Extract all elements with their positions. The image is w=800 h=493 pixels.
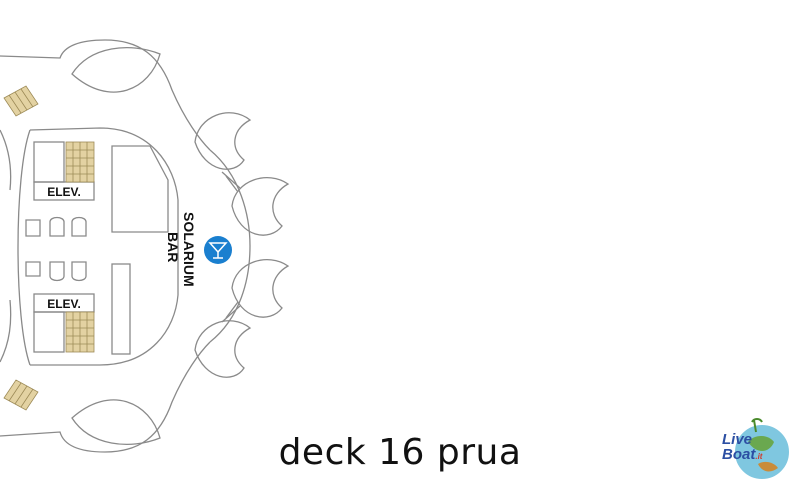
- hull-outline-bottom: [0, 341, 211, 453]
- bar-label-line2: BAR: [165, 232, 181, 262]
- stairs-top: [65, 141, 95, 183]
- central-wall-curve: [29, 127, 179, 366]
- hull-outline-top: [0, 39, 211, 151]
- logo-text-second: Boat: [722, 446, 756, 463]
- lower-lens-room: [71, 399, 161, 446]
- logo-text-suffix: .it: [755, 452, 763, 461]
- bow-pod-4: [194, 320, 252, 378]
- central-wall-left: [17, 129, 31, 366]
- bar-label-line1: SOLARIUM: [181, 212, 197, 287]
- stairs-bottom: [65, 311, 95, 353]
- bar-counter-top: [111, 145, 169, 233]
- elevator-bottom-shaft: [33, 311, 65, 353]
- bow-curve: [209, 149, 251, 343]
- stairs-lower-left: [3, 379, 39, 411]
- bow-pod-2: [231, 177, 290, 236]
- bow-pod-3: [231, 259, 290, 318]
- liveboat-logo: [733, 418, 791, 481]
- cocktail-glass-icon: [204, 236, 232, 264]
- upper-lens-room: [71, 46, 161, 93]
- bar-counter-bottom: [111, 263, 131, 355]
- elevator-bottom-label: ELEV.: [47, 297, 81, 311]
- elevator-top-shaft: [33, 141, 65, 183]
- logo-text-main: Live: [722, 431, 753, 448]
- logo-text: Live Boat.it: [722, 432, 762, 464]
- stairs-upper-left: [3, 85, 39, 117]
- bow-pod-1: [194, 112, 252, 170]
- elevator-top-label: ELEV.: [47, 185, 81, 199]
- elevator-top-label-box: [33, 181, 95, 201]
- elevator-bottom-label-box: [33, 293, 95, 313]
- deck-caption: deck 16 prua: [278, 432, 522, 473]
